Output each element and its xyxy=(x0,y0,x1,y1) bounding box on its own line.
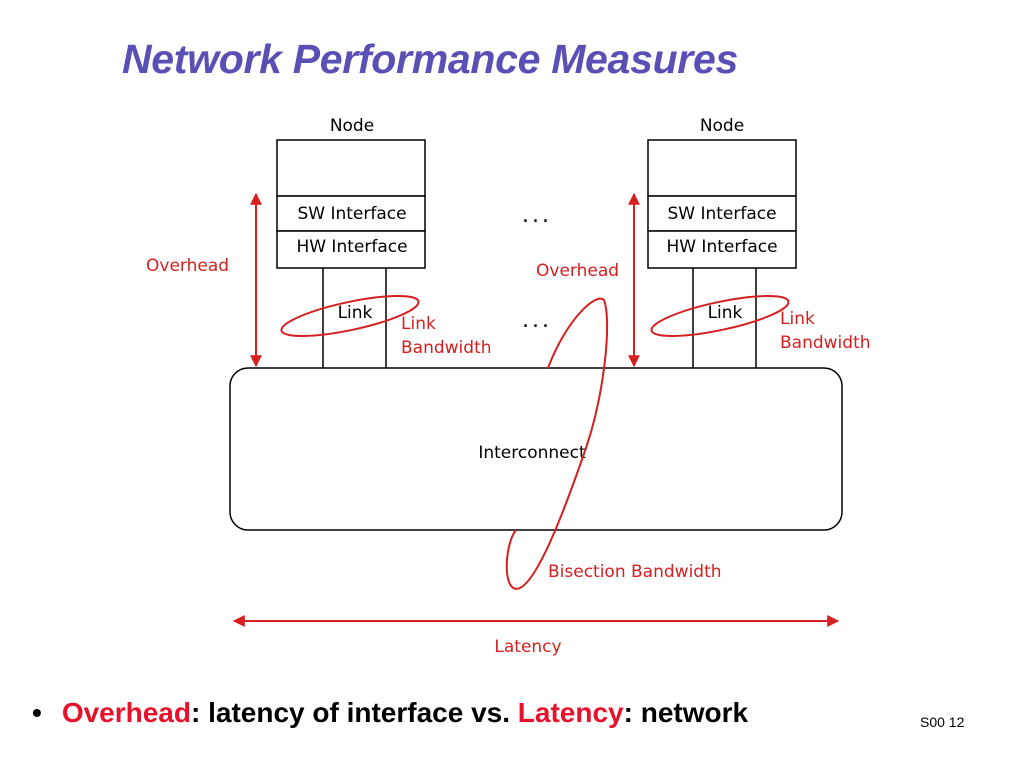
overhead-middle-label: Overhead xyxy=(536,261,619,281)
bisection-bandwidth-label: Bisection Bandwidth xyxy=(548,562,722,582)
ellipsis-links: ... xyxy=(522,308,552,333)
left-node-box xyxy=(276,139,426,197)
bullet-dot: • xyxy=(32,697,42,728)
left-node-label: Node xyxy=(330,116,374,136)
left-sw-interface-label: SW Interface xyxy=(297,204,406,224)
left-hw-interface-box xyxy=(276,230,426,269)
link-bandwidth-left-label-line2: Bandwidth xyxy=(401,338,492,358)
bullet-term-overhead: Overhead xyxy=(61,697,191,728)
right-node-box xyxy=(647,139,797,197)
interconnect-label: Interconnect xyxy=(478,443,586,463)
bullet-term-latency: Latency xyxy=(517,697,624,728)
overhead-left-label: Overhead xyxy=(146,256,229,276)
bisection-bandwidth-loop xyxy=(505,297,609,590)
right-sw-interface-label: SW Interface xyxy=(667,204,776,224)
bullet-text-2: : network xyxy=(623,697,749,728)
left-link-label: Link xyxy=(338,303,373,323)
right-hw-interface-box xyxy=(647,230,797,269)
right-node-label: Node xyxy=(700,116,744,136)
link-bandwidth-right-label-line2: Bandwidth xyxy=(780,333,871,353)
bullet-point: • Overhead: latency of interface vs. Late… xyxy=(32,697,748,729)
slide-number: S00 12 xyxy=(920,714,965,730)
right-hw-interface-label: HW Interface xyxy=(666,237,777,257)
link-bandwidth-right-label-line1: Link xyxy=(780,309,815,329)
left-node: Node SW Interface HW Interface Link xyxy=(276,116,426,368)
left-sw-interface-box xyxy=(276,195,426,232)
link-bandwidth-left-label-line1: Link xyxy=(401,314,436,334)
link-bandwidth-left-loop xyxy=(280,295,420,337)
slide-title: Network Performance Measures xyxy=(122,36,738,82)
link-bandwidth-right-loop xyxy=(650,295,790,337)
right-node: Node SW Interface HW Interface Link xyxy=(647,116,797,368)
ellipsis-nodes: ... xyxy=(522,203,552,228)
interconnect-box xyxy=(229,367,843,531)
latency-label: Latency xyxy=(494,637,561,657)
left-hw-interface-label: HW Interface xyxy=(296,237,407,257)
bullet-text-1: : latency of interface vs. xyxy=(190,697,518,728)
right-link-label: Link xyxy=(708,303,743,323)
